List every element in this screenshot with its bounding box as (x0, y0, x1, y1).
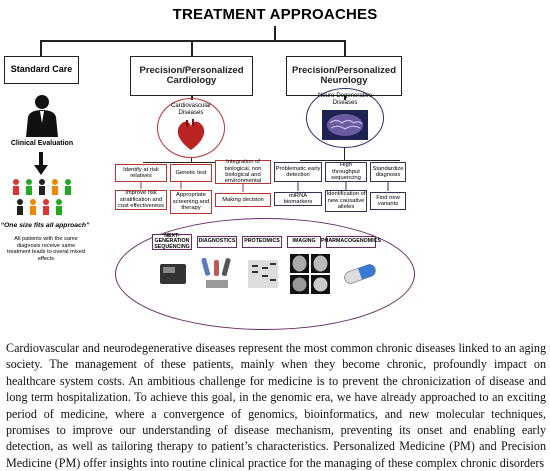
cardio-oval-label: Cardiovascular Diseases (170, 103, 212, 116)
capsule-icon (344, 264, 376, 284)
heart-icon (177, 119, 205, 150)
neuro-oval: Neuro-Degenerative Diseases (306, 88, 384, 148)
neuro-oval-label: Neuro-Degenerative Diseases (317, 93, 373, 106)
person-silhouette-icon (26, 95, 58, 137)
tech-diagnostics: DIAGNOSTICS (197, 236, 237, 248)
cardio-box-1: Identify at risk relatives (115, 164, 167, 182)
title-connector (274, 26, 276, 40)
test-tubes-icon (201, 257, 231, 288)
neurology-label-1: Precision/Personalized (291, 64, 396, 76)
body-paragraph: Cardiovascular and neurodegenerative dis… (6, 341, 546, 470)
standard-care-box: Standard Care (4, 56, 79, 84)
gel-icon (248, 260, 278, 288)
card-sub-bar (143, 162, 249, 163)
neuro-box-4: miRNA biomarkers (274, 192, 322, 206)
neuro-sub-v (344, 148, 345, 160)
card-sub-v (191, 158, 192, 162)
sequencer-icon (160, 264, 186, 284)
branch-neuro (344, 40, 346, 56)
cardiology-label-1: Precision/Personalized (139, 64, 244, 76)
neuro-arrows (297, 182, 389, 191)
cardio-box-5: Appropriate screening and therapy (170, 190, 212, 214)
neuro-box-1: Problematic early detection (274, 162, 322, 182)
standard-care-note: All patients with the same diagnosis rec… (6, 236, 86, 263)
neuro-sub-bar (300, 160, 400, 161)
branch-std (40, 40, 42, 56)
cardio-box-4: Improve risk stratification and cost eff… (115, 190, 167, 210)
tech-pharmacogenomics: PHARMACOGENOMICS (321, 236, 381, 248)
diagram-title: TREATMENT APPROACHES (172, 6, 378, 23)
neuro-box-3: Standardize diagnosis (370, 162, 406, 182)
cardiology-label-2: Cardiology (166, 75, 217, 86)
people-group-icon (13, 179, 71, 215)
tech-ngs: NEXT-GENERATION SEQUENCING (152, 233, 192, 250)
neuro-box-6: Find new variants (370, 192, 406, 210)
cardio-arrows (140, 182, 244, 192)
cardio-box-6: Making decision (215, 193, 271, 207)
cardio-box-3: Integration of biological, non biologica… (215, 159, 271, 184)
brain-icon (322, 110, 368, 140)
cardio-box-2: Genetic test (170, 164, 212, 182)
branch-card (191, 40, 193, 56)
cardio-oval: Cardiovascular Diseases (157, 98, 225, 158)
technologies-ellipse (115, 218, 415, 330)
neuro-box-2: High throughput sequencing (325, 162, 367, 182)
neuro-box-5: Identification of new causative alleles (325, 190, 367, 212)
branch-line (40, 40, 346, 42)
tech-imaging: IMAGING (287, 236, 321, 248)
clinical-evaluation-label: Clinical Evaluation (10, 140, 74, 147)
down-arrow-icon (34, 152, 48, 175)
tech-proteomics: PROTEOMICS (242, 236, 282, 248)
neurology-label-2: Neurology (320, 75, 368, 86)
one-size-label: “One size fits all approach” (0, 222, 90, 229)
mri-scan-icon (290, 254, 330, 294)
